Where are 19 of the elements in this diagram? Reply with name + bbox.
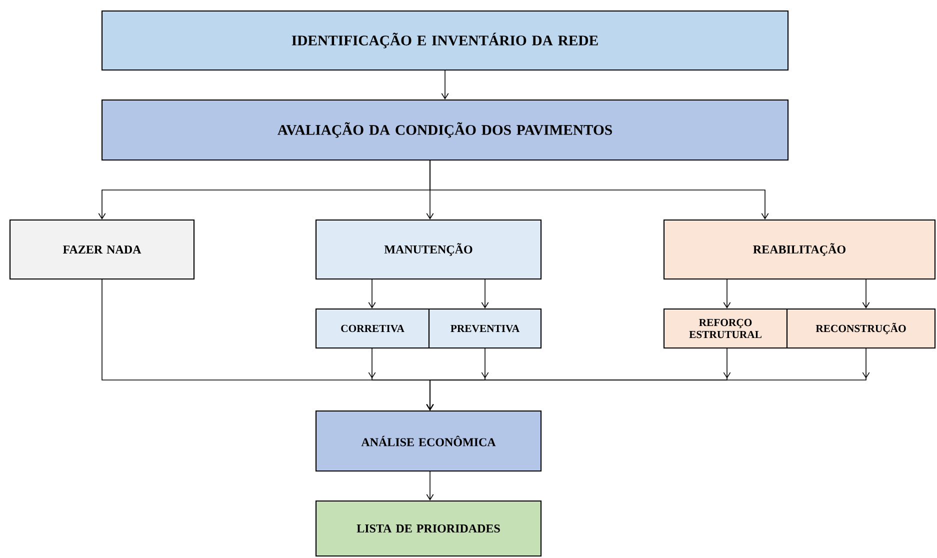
option-box: FAZER NADA	[9, 219, 195, 280]
sub-option-box: RECONSTRUÇÃO	[786, 308, 936, 349]
process-box: ANÁLISE ECONÔMICA	[315, 410, 542, 472]
arrow	[441, 70, 449, 100]
option-box: MANUTENÇÃO	[315, 219, 542, 280]
process-box: IDENTIFICAÇÃO E INVENTÁRIO DA REDE	[101, 10, 789, 71]
arrow	[862, 279, 870, 308]
arrow	[426, 471, 434, 500]
option-box: REABILITAÇÃO	[663, 219, 936, 280]
sub-option-box: CORRETIVA	[315, 308, 430, 349]
arrow	[368, 279, 376, 308]
arrow	[481, 279, 489, 308]
arrow	[426, 348, 870, 410]
arrow	[723, 279, 731, 308]
sub-option-box: PREVENTIVA	[428, 308, 542, 349]
process-box: AVALIAÇÃO DA CONDIÇÃO DOS PAVIMENTOS	[101, 99, 789, 161]
process-box: LISTA DE PRIORIDADES	[315, 500, 542, 557]
sub-option-box: REFORÇO ESTRUTURAL	[663, 308, 788, 349]
arrow	[430, 160, 769, 220]
